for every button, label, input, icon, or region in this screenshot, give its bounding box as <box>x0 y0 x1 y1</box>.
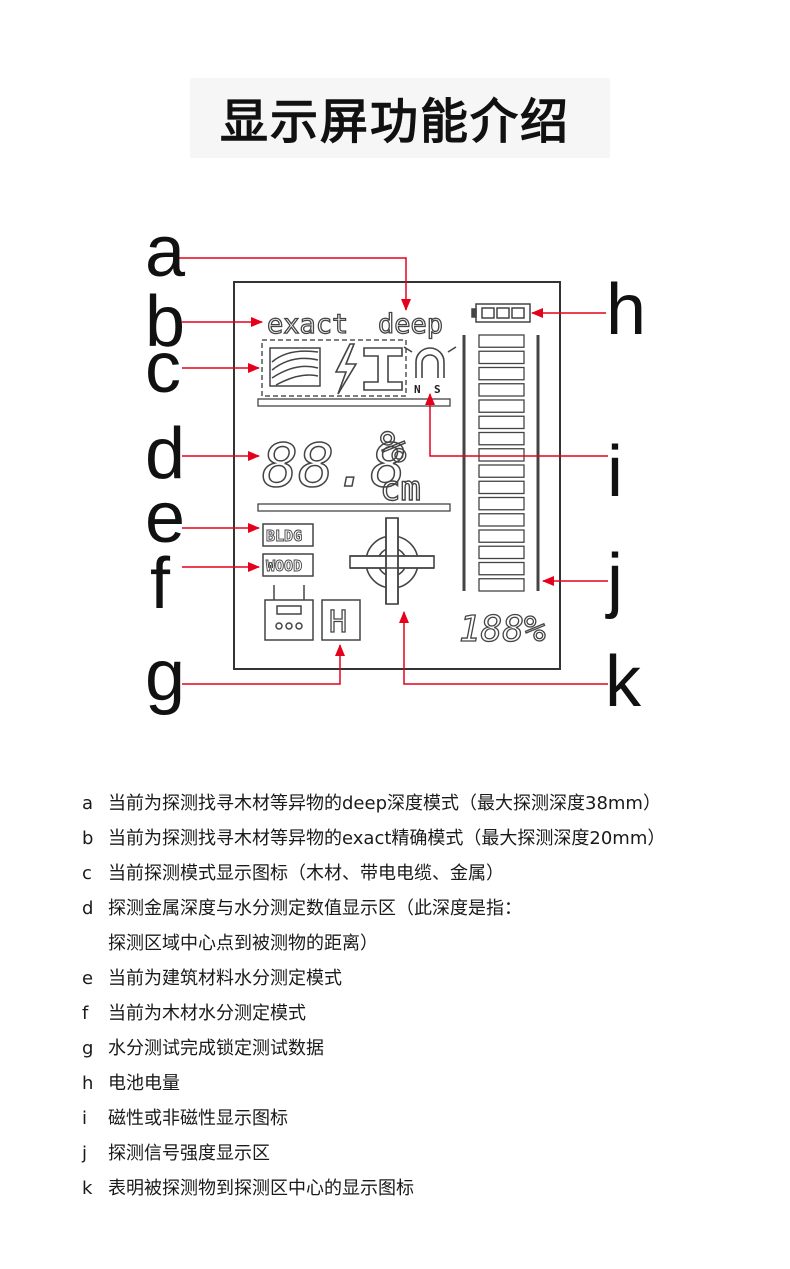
legend-key: a <box>82 793 94 814</box>
mode-icons-dashed-box <box>261 339 407 397</box>
leader-k <box>399 611 608 685</box>
callout-d: d <box>145 414 185 494</box>
hold-icon-frame <box>321 599 361 641</box>
legend-item: g 水分测试完成锁定测试数据 <box>82 1031 762 1066</box>
signal-bar <box>478 448 525 462</box>
hold-icon: H <box>329 605 347 640</box>
legend-key: f <box>82 1003 89 1024</box>
signal-strength-bars <box>478 334 525 592</box>
legend-key: d <box>82 898 94 919</box>
legend-item: e 当前为建筑材料水分测定模式 <box>82 961 762 996</box>
legend-item: h 电池电量 <box>82 1066 762 1101</box>
magnet-icon <box>403 346 457 378</box>
leader-g <box>182 644 345 685</box>
upper-divider <box>257 398 451 407</box>
signal-bar <box>478 366 525 381</box>
exact-mode-label: exact <box>267 309 348 340</box>
callout-c: c <box>145 328 181 408</box>
legend-item: b 当前为探测找寻木材等异物的exact精确模式（最大探测深度20mm） <box>82 821 762 856</box>
signal-bar <box>478 350 525 365</box>
legend-text: 表明被探测物到探测区中心的显示图标 <box>108 1178 414 1199</box>
battery-icon <box>471 303 531 323</box>
signal-bar <box>478 431 525 446</box>
legend-text: 磁性或非磁性显示图标 <box>108 1108 288 1129</box>
moisture-meter-icon <box>264 585 314 641</box>
lcd-diagram: exact deep N S 88.8 % cm BLDG WOOD <box>145 212 646 722</box>
callout-b: b <box>145 282 185 362</box>
callout-i: i <box>607 432 623 512</box>
live-wire-lightning-icon <box>334 343 358 395</box>
bldg-badge: BLDG <box>266 527 302 545</box>
leader-a <box>178 257 411 311</box>
magnet-north-label: N <box>414 383 421 396</box>
signal-bar <box>478 383 525 397</box>
legend-item: a 当前为探测找寻木材等异物的deep深度模式（最大探测深度38mm） <box>82 786 762 821</box>
legend-key: g <box>82 1038 94 1059</box>
legend-item: j 探测信号强度显示区 <box>82 1136 762 1171</box>
callout-g: g <box>145 636 185 716</box>
legend-key: i <box>82 1108 88 1129</box>
metal-ibeam-icon <box>363 347 403 391</box>
bldg-badge-frame <box>262 523 314 547</box>
legend-item: f 当前为木材水分测定模式 <box>82 996 762 1031</box>
signal-bar <box>478 464 525 478</box>
legend-key: h <box>82 1073 94 1094</box>
signal-bar <box>478 496 525 511</box>
leader-i <box>425 393 608 457</box>
legend-key: b <box>82 828 94 849</box>
signal-bar <box>478 334 525 348</box>
signal-bar <box>478 529 525 543</box>
signal-bar <box>478 513 525 527</box>
target-crosshair-icon <box>349 517 435 605</box>
legend-list: a 当前为探测找寻木材等异物的deep深度模式（最大探测深度38mm） b 当前为探测… <box>82 786 762 1206</box>
legend-text: 当前为建筑材料水分测定模式 <box>108 968 342 989</box>
callout-f: f <box>150 544 171 624</box>
legend-text: 当前为木材水分测定模式 <box>108 1003 306 1024</box>
legend-text: 当前为探测找寻木材等异物的exact精确模式（最大探测深度20mm） <box>108 828 666 849</box>
title-background <box>190 78 610 158</box>
legend-item: c 当前探测模式显示图标（木材、带电电缆、金属） <box>82 856 762 891</box>
legend-item: i 磁性或非磁性显示图标 <box>82 1101 762 1136</box>
signal-bar <box>478 561 525 576</box>
legend-text: 当前为探测找寻木材等异物的deep深度模式（最大探测深度38mm） <box>108 793 661 814</box>
signal-bar <box>478 545 525 560</box>
signal-bar <box>478 480 525 495</box>
lcd-frame <box>233 281 561 670</box>
legend-item: d 探测金属深度与水分测定数值显示区（此深度是指： <box>82 891 762 926</box>
wood-badge: WOOD <box>266 557 302 575</box>
wood-grain-icon <box>269 347 321 387</box>
legend-item: k 表明被探测物到探测区中心的显示图标 <box>82 1171 762 1206</box>
legend-text: 水分测试完成锁定测试数据 <box>108 1038 324 1059</box>
legend-key: c <box>82 863 92 884</box>
wood-badge-frame <box>262 553 314 577</box>
signal-percent: 188% <box>459 609 546 650</box>
callout-h: h <box>606 270 646 350</box>
lower-divider <box>257 503 451 512</box>
callout-e: e <box>145 478 185 558</box>
cm-unit: cm <box>380 469 421 509</box>
callout-k: k <box>605 642 642 722</box>
deep-mode-label: deep <box>378 309 443 340</box>
legend-key: e <box>82 968 94 989</box>
legend-text: 探测区域中心点到被测物的距离） <box>108 933 378 954</box>
callout-j: j <box>605 540 623 620</box>
depth-moisture-reading: 88.8 <box>262 431 407 501</box>
legend-text: 当前探测模式显示图标（木材、带电电缆、金属） <box>108 863 504 884</box>
detection-mode-icons <box>261 339 407 397</box>
legend-key: j <box>82 1143 88 1164</box>
signal-bar <box>478 578 525 592</box>
legend-text: 电池电量 <box>108 1073 180 1094</box>
magnet-south-label: S <box>434 383 441 396</box>
legend-key: k <box>82 1178 93 1199</box>
signal-bar <box>478 415 525 430</box>
callout-leaders <box>178 257 608 685</box>
legend-text: 探测信号强度显示区 <box>108 1143 270 1164</box>
legend-item: 探测区域中心点到被测物的距离） <box>82 926 762 961</box>
callout-a: a <box>145 212 186 292</box>
signal-bar <box>478 399 525 413</box>
legend-text: 探测金属深度与水分测定数值显示区（此深度是指： <box>108 898 522 919</box>
page-title: 显示屏功能介绍 <box>219 94 570 150</box>
percent-sign: % <box>380 422 407 473</box>
